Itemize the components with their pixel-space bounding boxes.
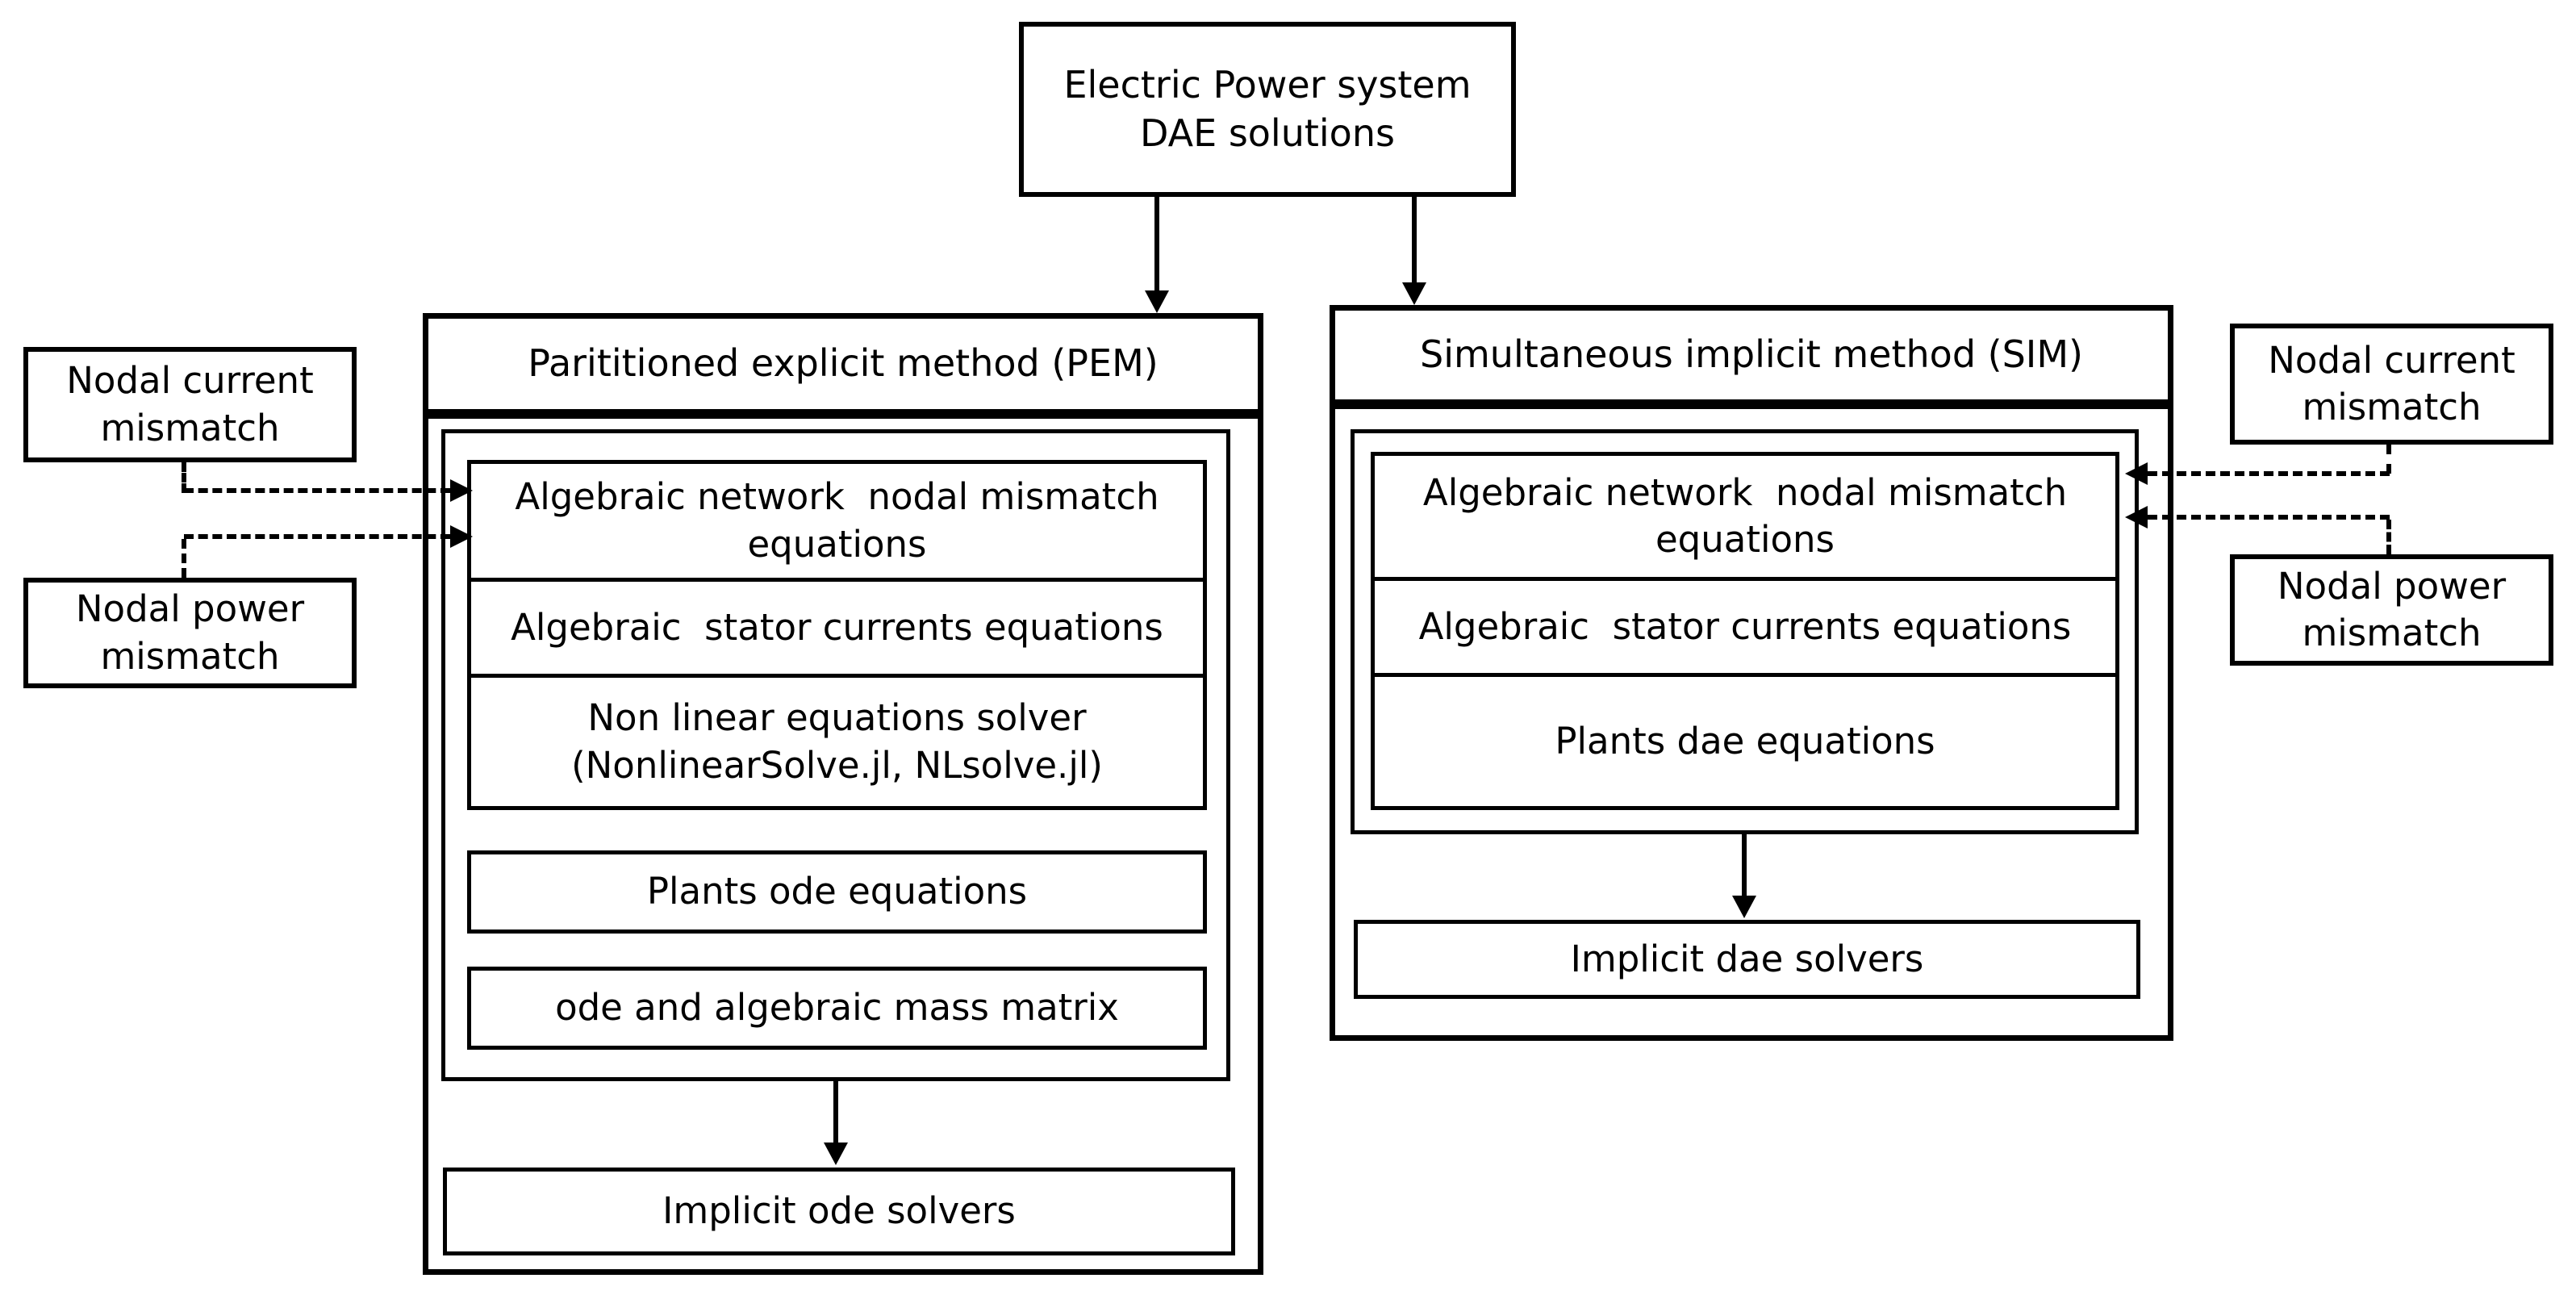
dashed-right-current-horizontal <box>2148 471 2390 476</box>
dashed-left-power-horizontal <box>184 534 450 539</box>
pem-mass-matrix-box: ode and algebraic mass matrix <box>467 967 1207 1050</box>
dashed-right-power-arrowhead-icon <box>2125 506 2148 528</box>
dashed-right-power-horizontal <box>2148 515 2390 520</box>
arrow-root-to-pem-line <box>1154 197 1159 292</box>
sim-section-stator-currents: Algebraic stator currents equations <box>1375 577 2115 673</box>
sim-outer-box: Simultaneous implicit method (SIM) Algeb… <box>1330 305 2173 1041</box>
nodal-current-mismatch-left-box: Nodal current mismatch <box>23 347 357 462</box>
dashed-left-current-horizontal <box>184 488 450 493</box>
pem-section-nodal-mismatch: Algebraic network nodal mismatch equatio… <box>515 475 1159 566</box>
pem-outer-box: Parititioned explicit method (PEM) Algeb… <box>423 313 1263 1275</box>
dashed-left-current-vertical <box>182 462 186 493</box>
arrow-root-to-sim-line <box>1412 197 1417 284</box>
sim-inner-container: Algebraic network nodal mismatch equatio… <box>1351 429 2139 834</box>
sim-implicit-dae-solvers-box: Implicit dae solvers <box>1354 920 2140 999</box>
pem-plants-ode-box: Plants ode equations <box>467 850 1207 934</box>
arrow-root-to-sim-head-icon <box>1402 282 1426 305</box>
arrow-root-to-pem-head-icon <box>1145 290 1169 313</box>
dashed-right-current-vertical <box>2386 445 2391 474</box>
root-box-electric-power-dae: Electric Power system DAE solutions <box>1019 22 1516 197</box>
nodal-power-mismatch-left-box: Nodal power mismatch <box>23 578 357 688</box>
arrow-pem-to-solvers-line <box>833 1081 838 1144</box>
arrow-pem-to-solvers-head-icon <box>824 1143 848 1165</box>
pem-inner-container: Algebraic network nodal mismatch equatio… <box>441 429 1230 1081</box>
pem-header: Parititioned explicit method (PEM) <box>428 319 1258 419</box>
pem-section-stator-currents: Algebraic stator currents equations <box>471 578 1203 674</box>
arrow-sim-to-solvers-line <box>1742 834 1747 897</box>
pem-implicit-ode-solvers-box: Implicit ode solvers <box>443 1168 1235 1255</box>
sim-section-nodal-mismatch: Algebraic network nodal mismatch equatio… <box>1422 470 2068 562</box>
pem-algebraic-section-box: Algebraic network nodal mismatch equatio… <box>467 460 1207 810</box>
sim-section-plants-dae: Plants dae equations <box>1375 673 2115 806</box>
sim-algebraic-section-box: Algebraic network nodal mismatch equatio… <box>1371 452 2119 810</box>
dashed-left-current-arrowhead-icon <box>450 479 473 502</box>
dashed-left-power-vertical <box>182 539 186 578</box>
nodal-current-mismatch-right-box: Nodal current mismatch <box>2230 324 2553 445</box>
arrow-sim-to-solvers-head-icon <box>1732 896 1756 918</box>
nodal-power-mismatch-right-box: Nodal power mismatch <box>2230 554 2553 666</box>
dashed-right-power-vertical <box>2386 520 2391 554</box>
pem-section-nonlinear-solver: Non linear equations solver (NonlinearSo… <box>471 674 1203 806</box>
sim-header: Simultaneous implicit method (SIM) <box>1335 311 2168 409</box>
dashed-right-current-arrowhead-icon <box>2125 462 2148 485</box>
dashed-left-power-arrowhead-icon <box>450 525 473 548</box>
